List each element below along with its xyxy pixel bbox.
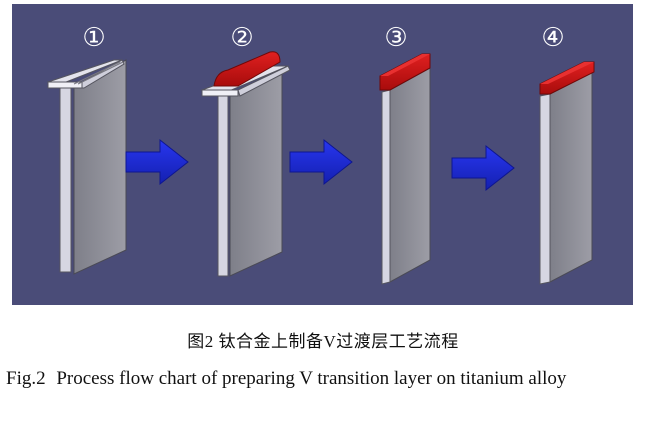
step-1-t-plate bbox=[46, 59, 127, 275]
step-4-marker: ④ bbox=[541, 23, 564, 53]
figure-caption-chinese: 图2 钛合金上制备V过渡层工艺流程 bbox=[187, 332, 459, 351]
figure-caption-english: Fig.2 Process flow chart of preparing V … bbox=[6, 363, 642, 394]
right-arrow-icon bbox=[289, 138, 353, 186]
process-figure: ① ② ③ ④ bbox=[12, 4, 633, 305]
process-diagram: ① ② ③ ④ bbox=[46, 23, 595, 285]
step-4-plate-cap-thin bbox=[539, 61, 595, 285]
step-3-marker: ③ bbox=[384, 23, 407, 53]
figure-label: Fig.2 bbox=[6, 368, 46, 389]
step-1-marker: ① bbox=[82, 23, 105, 53]
right-arrow-icon bbox=[125, 138, 189, 186]
figure-caption-text: Process flow chart of preparing V transi… bbox=[56, 368, 567, 389]
step-2-marker: ② bbox=[230, 23, 253, 53]
step-3-plate-cap bbox=[379, 53, 431, 285]
right-arrow-icon bbox=[451, 144, 515, 192]
step-2-t-plate-bead bbox=[200, 51, 291, 277]
